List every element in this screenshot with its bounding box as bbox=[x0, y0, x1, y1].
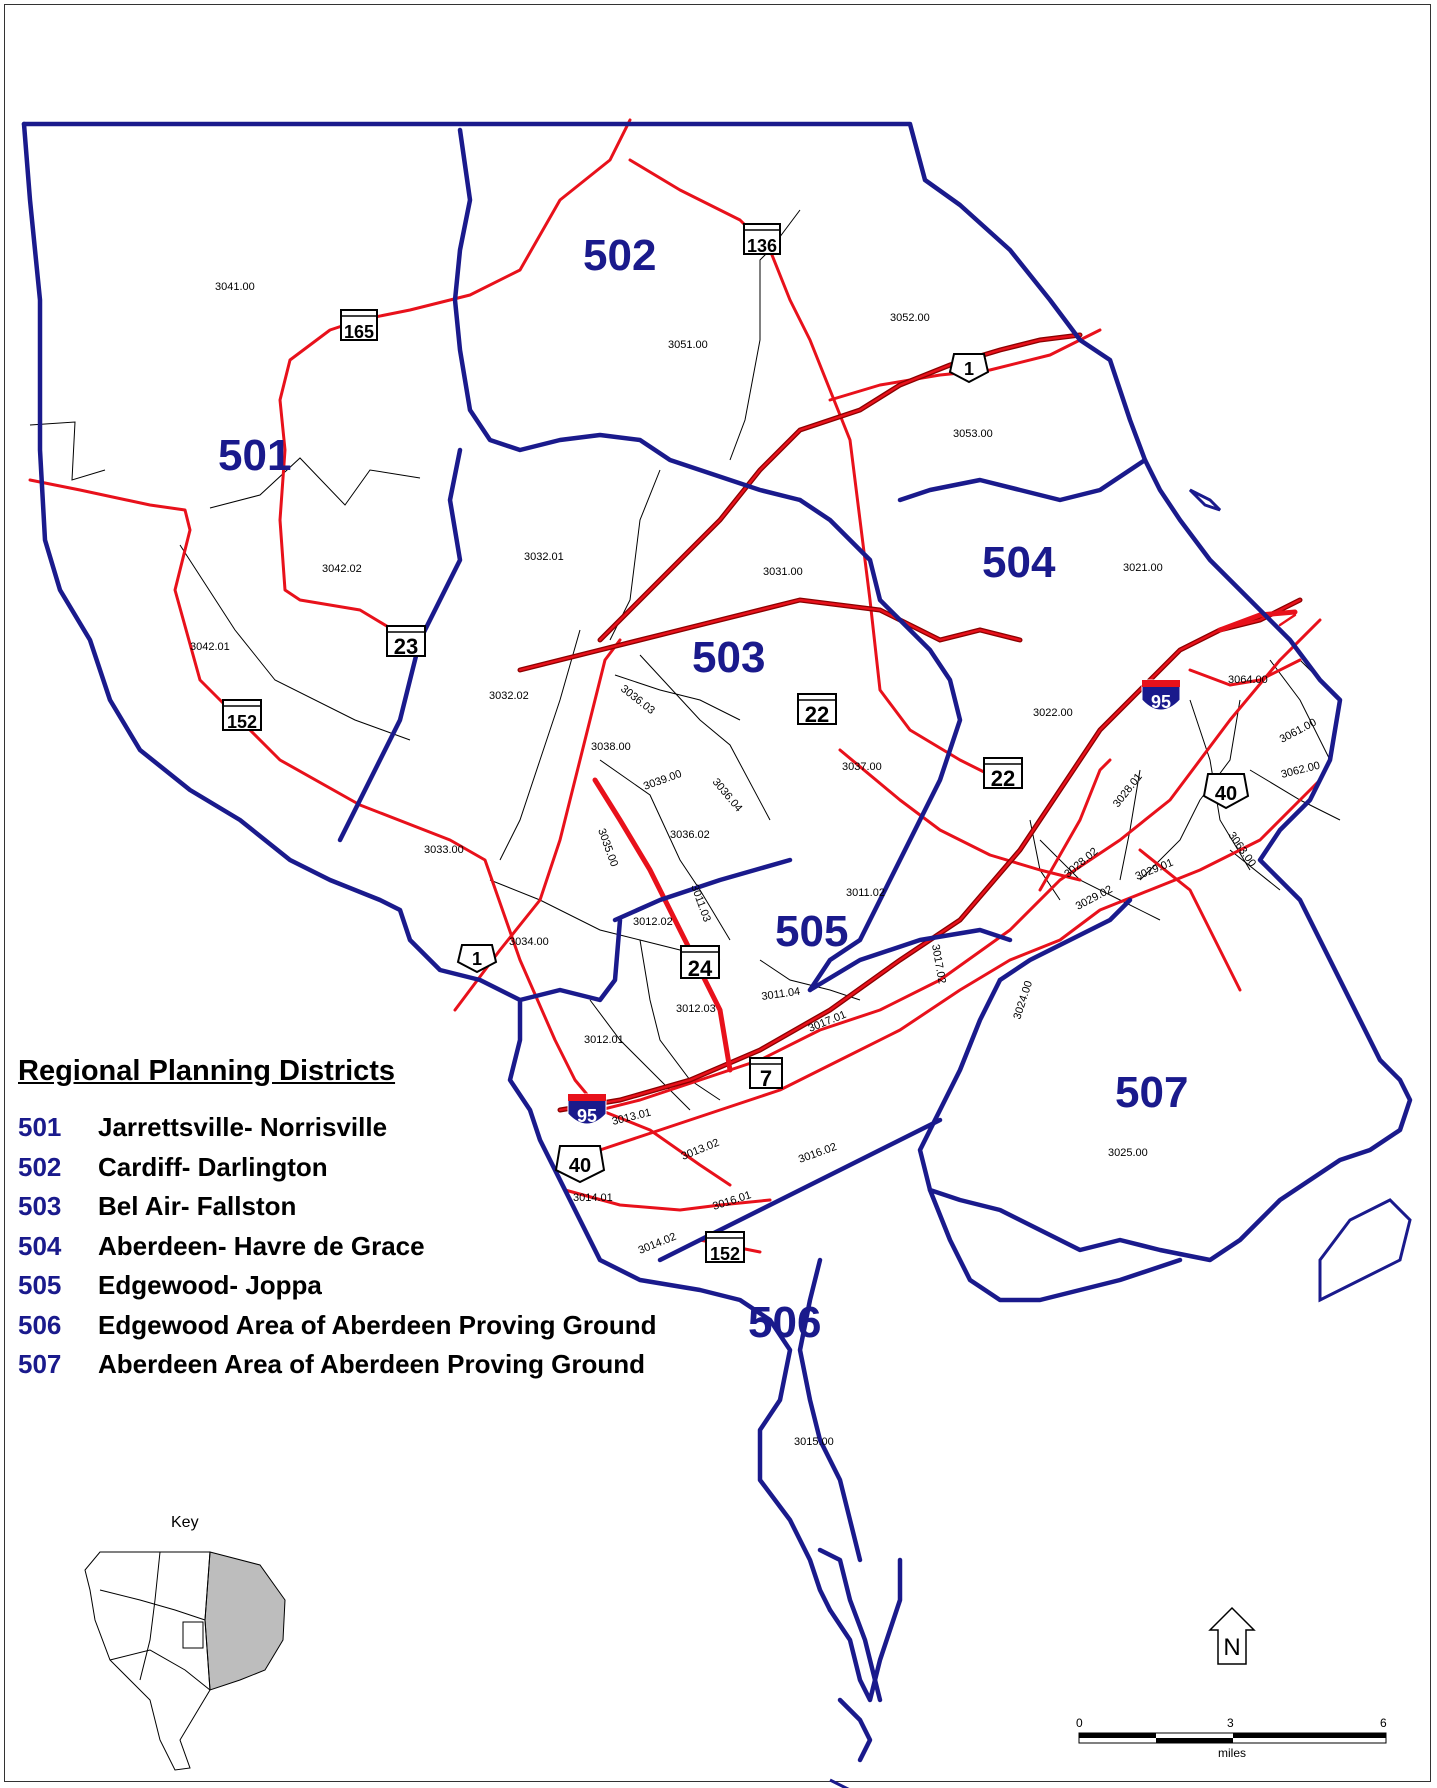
tract-label: 3011.02 bbox=[846, 887, 885, 899]
state-route-shield: 22 bbox=[797, 693, 837, 727]
interstate-shield: 95 bbox=[567, 1093, 607, 1126]
tract-label: 3032.01 bbox=[524, 551, 564, 563]
tract-label: 3025.00 bbox=[1108, 1147, 1148, 1159]
svg-text:23: 23 bbox=[394, 634, 418, 659]
tract-label: 3012.01 bbox=[584, 1034, 624, 1046]
tract-label: 3063.00 bbox=[1226, 830, 1259, 869]
tract-label: 3011.03 bbox=[688, 883, 713, 924]
interstate-shield: 95 bbox=[1141, 679, 1181, 712]
tract-label: 3014.01 bbox=[573, 1192, 613, 1204]
tract-label: 3024.00 bbox=[1011, 979, 1035, 1021]
svg-text:1: 1 bbox=[964, 359, 974, 379]
tract-label: 3034.00 bbox=[509, 936, 549, 948]
tract-label: 3036.02 bbox=[670, 829, 710, 841]
tract-label: 3042.01 bbox=[190, 641, 230, 653]
tract-label: 3033.00 bbox=[424, 844, 464, 856]
north-arrow-icon: N bbox=[1208, 1606, 1256, 1665]
legend-title: Regional Planning Districts bbox=[18, 1055, 396, 1087]
us-route-shield: 1 bbox=[948, 353, 990, 384]
scale-tick-label: 6 bbox=[1380, 1716, 1387, 1730]
state-route-shield: 136 bbox=[743, 223, 781, 256]
tract-label: 3041.00 bbox=[215, 281, 255, 293]
route-shields: 136 165 1 23 22 22 152 bbox=[222, 223, 1250, 1264]
tract-label: 3052.00 bbox=[890, 312, 930, 324]
us-route-shield: 40 bbox=[1202, 773, 1250, 810]
state-route-shield: 7 bbox=[749, 1057, 783, 1091]
state-route-shield: 22 bbox=[983, 757, 1023, 791]
tract-label: 3036.04 bbox=[710, 776, 745, 814]
svg-text:152: 152 bbox=[227, 712, 257, 732]
svg-text:7: 7 bbox=[760, 1066, 772, 1091]
tract-label: 3011.04 bbox=[761, 986, 801, 1003]
svg-text:136: 136 bbox=[747, 236, 777, 256]
tract-label: 3038.00 bbox=[591, 741, 631, 753]
tract-label: 3042.02 bbox=[322, 563, 362, 575]
tract-label: 3012.03 bbox=[676, 1003, 716, 1015]
svg-text:95: 95 bbox=[577, 1106, 597, 1126]
tract-label: 3032.02 bbox=[489, 690, 529, 702]
tract-label: 3053.00 bbox=[953, 428, 993, 440]
tract-label: 3031.00 bbox=[763, 566, 803, 578]
tract-label: 3015.00 bbox=[794, 1436, 834, 1448]
scale-unit-label: miles bbox=[1218, 1746, 1247, 1760]
tract-label: 3035.00 bbox=[595, 827, 620, 868]
state-route-shield: 152 bbox=[705, 1231, 745, 1264]
svg-text:40: 40 bbox=[569, 1155, 591, 1177]
tract-label: 3022.00 bbox=[1033, 707, 1073, 719]
district-label-504: 504 bbox=[982, 538, 1056, 587]
map-frame bbox=[4, 4, 1431, 1782]
scale-bar bbox=[1078, 1732, 1387, 1744]
svg-text:40: 40 bbox=[1215, 783, 1237, 805]
key-map bbox=[84, 1551, 286, 1771]
district-boundaries bbox=[21, 121, 1413, 1763]
state-route-shield: 24 bbox=[680, 945, 720, 981]
tract-label: 3039.00 bbox=[642, 768, 683, 793]
us-route-shield: 40 bbox=[554, 1145, 606, 1184]
district-label-505: 505 bbox=[775, 907, 848, 956]
district-label-503: 503 bbox=[692, 633, 765, 682]
tract-label: 3061.00 bbox=[1278, 716, 1319, 745]
svg-text:N: N bbox=[1223, 1634, 1240, 1661]
tract-label: 3062.00 bbox=[1280, 760, 1321, 781]
tract-label: 3051.00 bbox=[668, 339, 708, 351]
district-label-501: 501 bbox=[218, 431, 291, 480]
state-route-shield: 165 bbox=[340, 309, 378, 342]
tract-label: 3016.02 bbox=[797, 1141, 838, 1166]
tract-label: 3036.03 bbox=[618, 683, 657, 717]
district-label-506: 506 bbox=[748, 1298, 821, 1347]
tract-label: 3021.00 bbox=[1123, 562, 1163, 574]
tract-label: 3017.02 bbox=[929, 943, 948, 984]
tract-label: 3028.02 bbox=[1062, 846, 1100, 881]
tract-label: 3028.01 bbox=[1111, 771, 1145, 810]
svg-text:24: 24 bbox=[688, 956, 713, 981]
tract-label: 3037.00 bbox=[842, 761, 882, 773]
district-label-502: 502 bbox=[583, 231, 656, 280]
state-route-shield: 23 bbox=[386, 625, 426, 659]
tract-label: 3064.00 bbox=[1228, 674, 1268, 686]
scale-tick-label: 3 bbox=[1227, 1716, 1234, 1730]
key-label: Key bbox=[171, 1514, 199, 1531]
us-route-shield: 1 bbox=[456, 944, 498, 974]
state-route-shield: 152 bbox=[222, 699, 262, 732]
svg-text:1: 1 bbox=[472, 949, 482, 969]
tract-label: 3029.02 bbox=[1074, 883, 1115, 912]
district-label-507: 507 bbox=[1115, 1068, 1188, 1117]
svg-text:22: 22 bbox=[991, 766, 1015, 791]
svg-text:152: 152 bbox=[710, 1244, 740, 1264]
svg-text:22: 22 bbox=[805, 702, 829, 727]
svg-text:95: 95 bbox=[1151, 692, 1171, 712]
svg-text:165: 165 bbox=[344, 322, 374, 342]
tract-label: 3012.02 bbox=[633, 916, 673, 928]
scale-tick-label: 0 bbox=[1076, 1716, 1083, 1730]
